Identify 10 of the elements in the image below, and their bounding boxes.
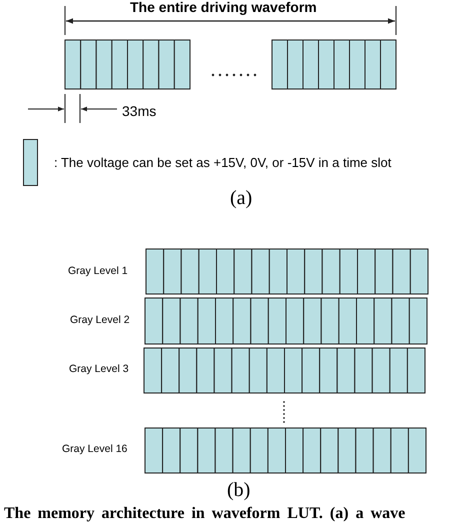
panel-label: (b) [227, 480, 250, 500]
row-label: Gray Level 1 [68, 266, 128, 276]
figure-caption: The memory architecture in waveform LUT. (a) a wave [4, 506, 406, 522]
panel-label: (a) [230, 188, 252, 208]
row-label: Gray Level 16 [62, 444, 128, 454]
row-label: Gray Level 3 [69, 364, 129, 374]
legend-text: : The voltage can be set as +15V, 0V, or -15V in a time slot [54, 156, 392, 169]
row-label: Gray Level 2 [70, 315, 130, 326]
dimension-label: 33ms [122, 104, 156, 118]
dimension-label: The entire driving waveform [130, 0, 317, 14]
